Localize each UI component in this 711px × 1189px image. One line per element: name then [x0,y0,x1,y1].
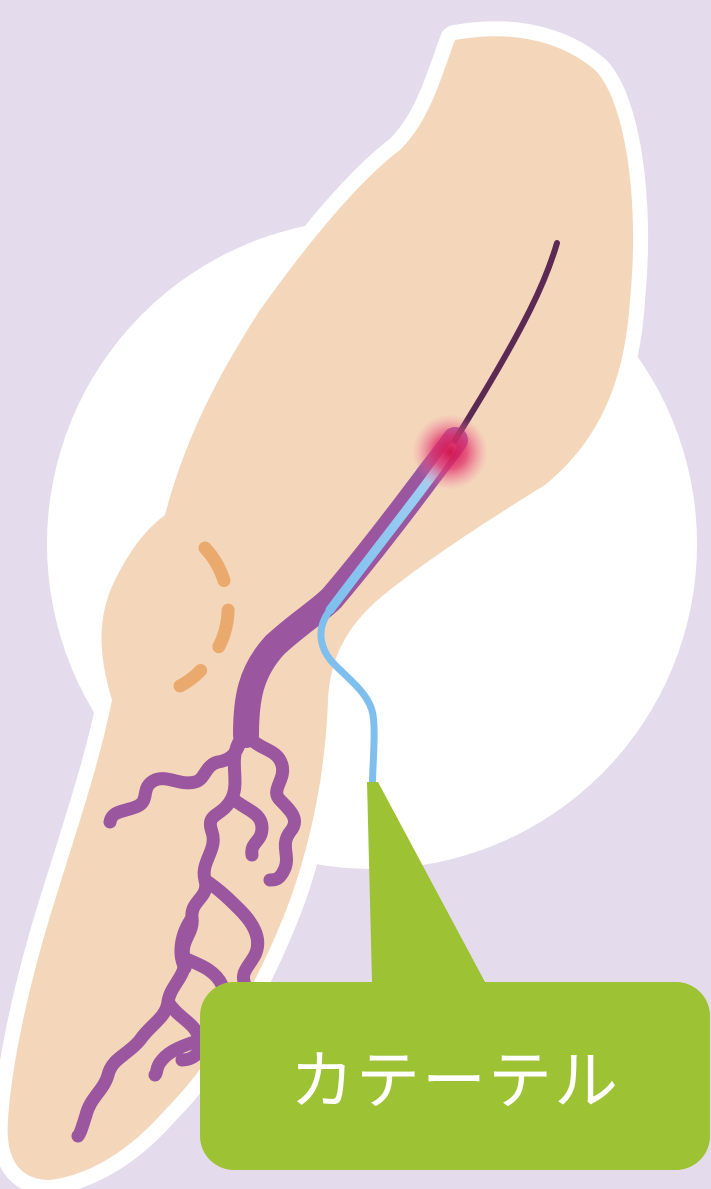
catheter-tip-glow-icon [412,414,488,490]
callout-box [200,982,710,1170]
